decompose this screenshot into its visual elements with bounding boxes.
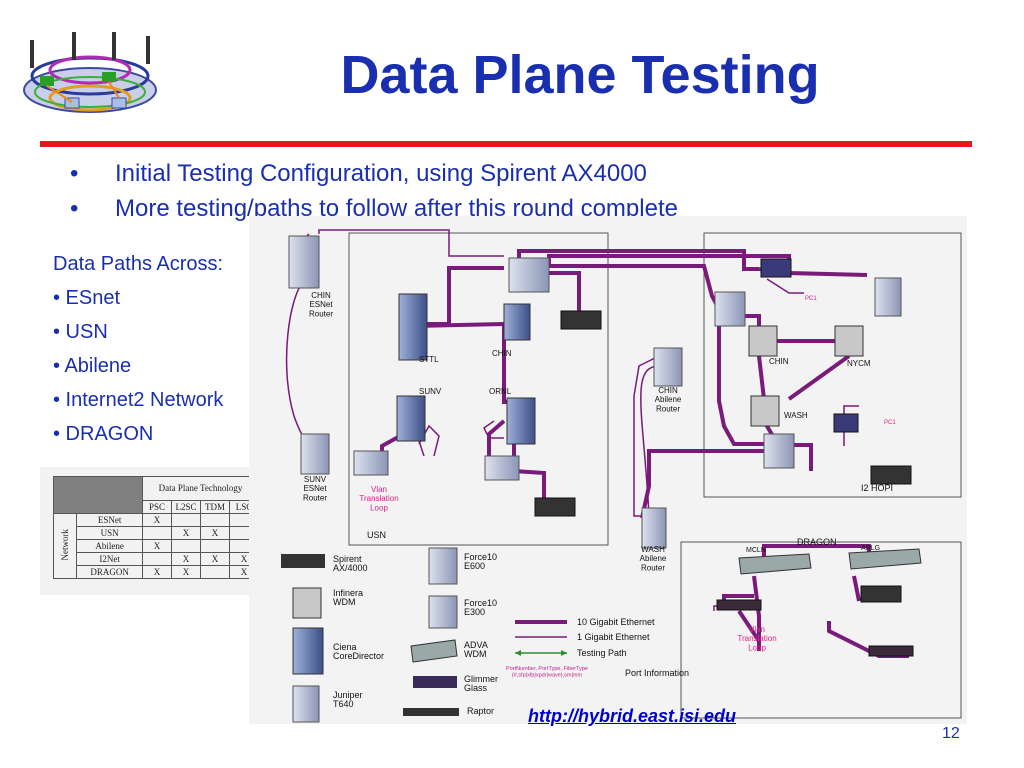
data-path-item: • ESnet (53, 287, 121, 309)
legend-port-format: PortNumber, PortType, FiberType(#,sfp|xf… (506, 666, 588, 678)
juniper-icon (292, 685, 320, 723)
table-row: Abilene X (54, 539, 259, 553)
data-paths-heading: Data Paths Across: (53, 253, 224, 275)
data-paths-list: Data Paths Across: • ESnet • USN • Abile… (53, 247, 223, 451)
legend-icons (281, 547, 459, 723)
label-dragon: DRAGON (797, 537, 837, 547)
ten-gig-links (380, 249, 909, 658)
label-i2-hopi: I2 HOPI (861, 483, 893, 493)
row-group-label: Network (52, 513, 78, 579)
bullet-list: •Initial Testing Configuration, using Sp… (70, 156, 678, 226)
technology-table: Data Plane Technology PSC L2SC TDM LSC N… (52, 476, 259, 579)
label-mcln: MCLN (746, 547, 766, 554)
hybrid-url-link[interactable]: http://hybrid.east.isi.edu (528, 706, 737, 726)
infinera-icon (292, 587, 322, 619)
glimmerglass-icon (413, 676, 457, 688)
adva-icon (410, 639, 458, 663)
legend-1g: 1 Gigabit Ethernet (577, 632, 650, 642)
label-wash: WASH (784, 411, 808, 420)
table-row: Network ESNet X (52, 513, 259, 579)
label-arlg: ARLG (861, 545, 880, 552)
column-header: TDM (200, 499, 230, 515)
raptor-icon (403, 708, 459, 716)
legend-testing-path: Testing Path (577, 648, 627, 658)
label-pc1-top: PC1 (805, 296, 817, 302)
label-chin-hopi: CHIN (769, 357, 789, 366)
page-number: 12 (942, 725, 960, 742)
ciena-icon (292, 627, 324, 675)
data-path-item: • USN (53, 321, 108, 343)
i2-hopi-region (703, 232, 962, 498)
page-title: Data Plane Testing (340, 45, 820, 105)
legend-raptor: Raptor (467, 706, 494, 716)
label-sunv: SUNV (419, 387, 442, 396)
technology-table-panel: Data Plane Technology PSC L2SC TDM LSC N… (40, 467, 266, 595)
label-chin-usn: CHIN (492, 349, 512, 358)
force10-e600-icon (428, 547, 458, 585)
data-path-item: • Abilene (53, 355, 132, 377)
column-header: PSC (142, 499, 172, 515)
line-legend: 10 Gigabit Ethernet 1 Gigabit Ethernet T… (506, 617, 689, 678)
spirent-icon (281, 554, 325, 568)
legend-10g: 10 Gigabit Ethernet (577, 617, 655, 627)
force10-e300-icon (428, 595, 458, 629)
usn-region (348, 232, 609, 546)
data-path-item: • DRAGON (53, 423, 154, 445)
network-rings-logo (20, 28, 160, 128)
label-ornl: ORNL (489, 387, 512, 396)
device-icons (288, 235, 922, 657)
bullet-item: •Initial Testing Configuration, using Sp… (70, 160, 647, 187)
label-nycm: NYCM (847, 359, 871, 368)
dragon-region (680, 541, 962, 719)
table-header: Data Plane Technology (142, 476, 259, 501)
column-header: L2SC (171, 499, 201, 515)
data-path-item: • Internet2 Network (53, 389, 224, 411)
title-divider (40, 141, 972, 147)
label-sttl: STTL (419, 355, 439, 364)
label-pc1-mid: PC1 (884, 420, 896, 426)
label-usn: USN (367, 530, 386, 540)
legend-port-information: Port Information (625, 668, 689, 678)
